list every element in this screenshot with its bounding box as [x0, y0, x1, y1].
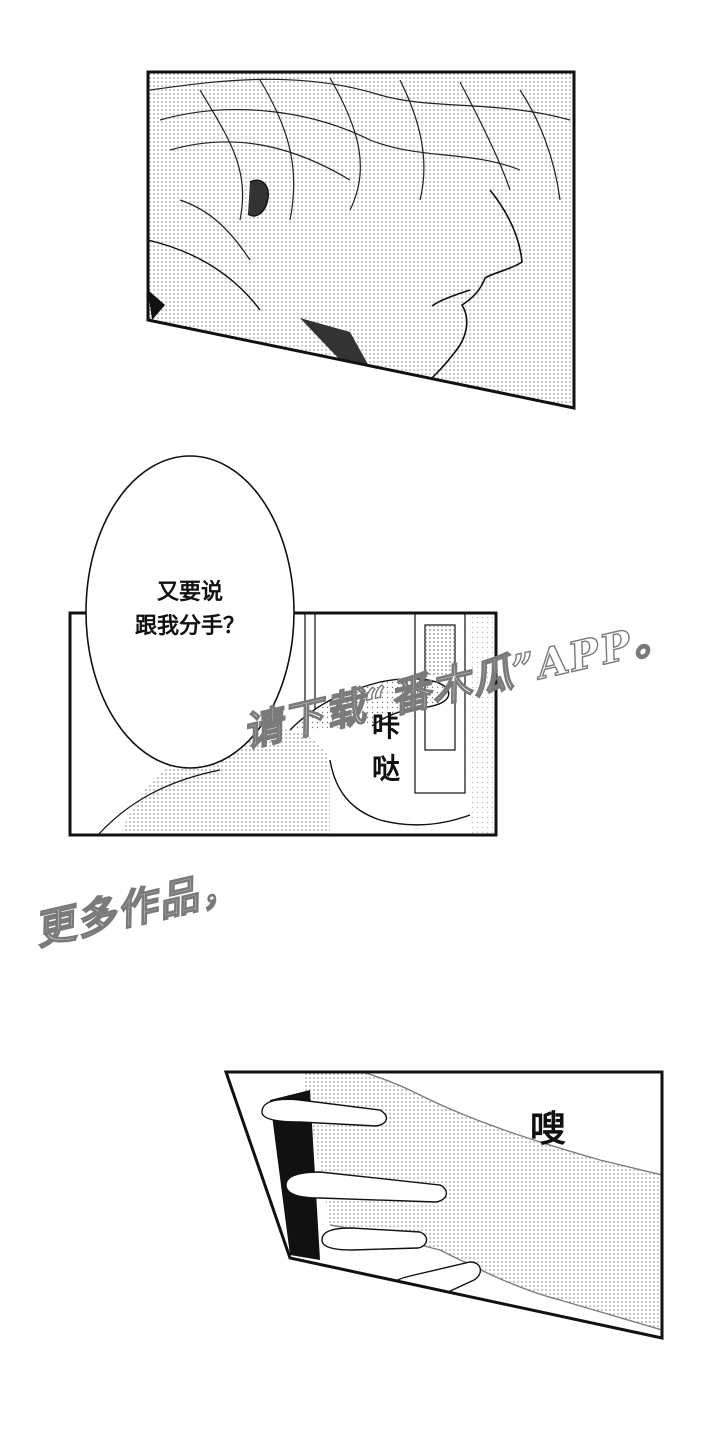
speech-line-2: 跟我分手？ [134, 614, 245, 639]
sfx-click: 咔 哒 [366, 706, 406, 790]
speech-bubble [85, 455, 295, 769]
speech-bubble-text: 又要说 跟我分手？ [92, 576, 288, 644]
panel-hands [223, 1070, 664, 1340]
sfx-swish: 嗖 [530, 1109, 567, 1150]
sfx-click-char-1: 咔 [371, 710, 400, 743]
speech-line-1: 又要说 [156, 580, 223, 605]
sfx-click-char-2: 哒 [371, 752, 400, 785]
panel-face [146, 70, 576, 410]
